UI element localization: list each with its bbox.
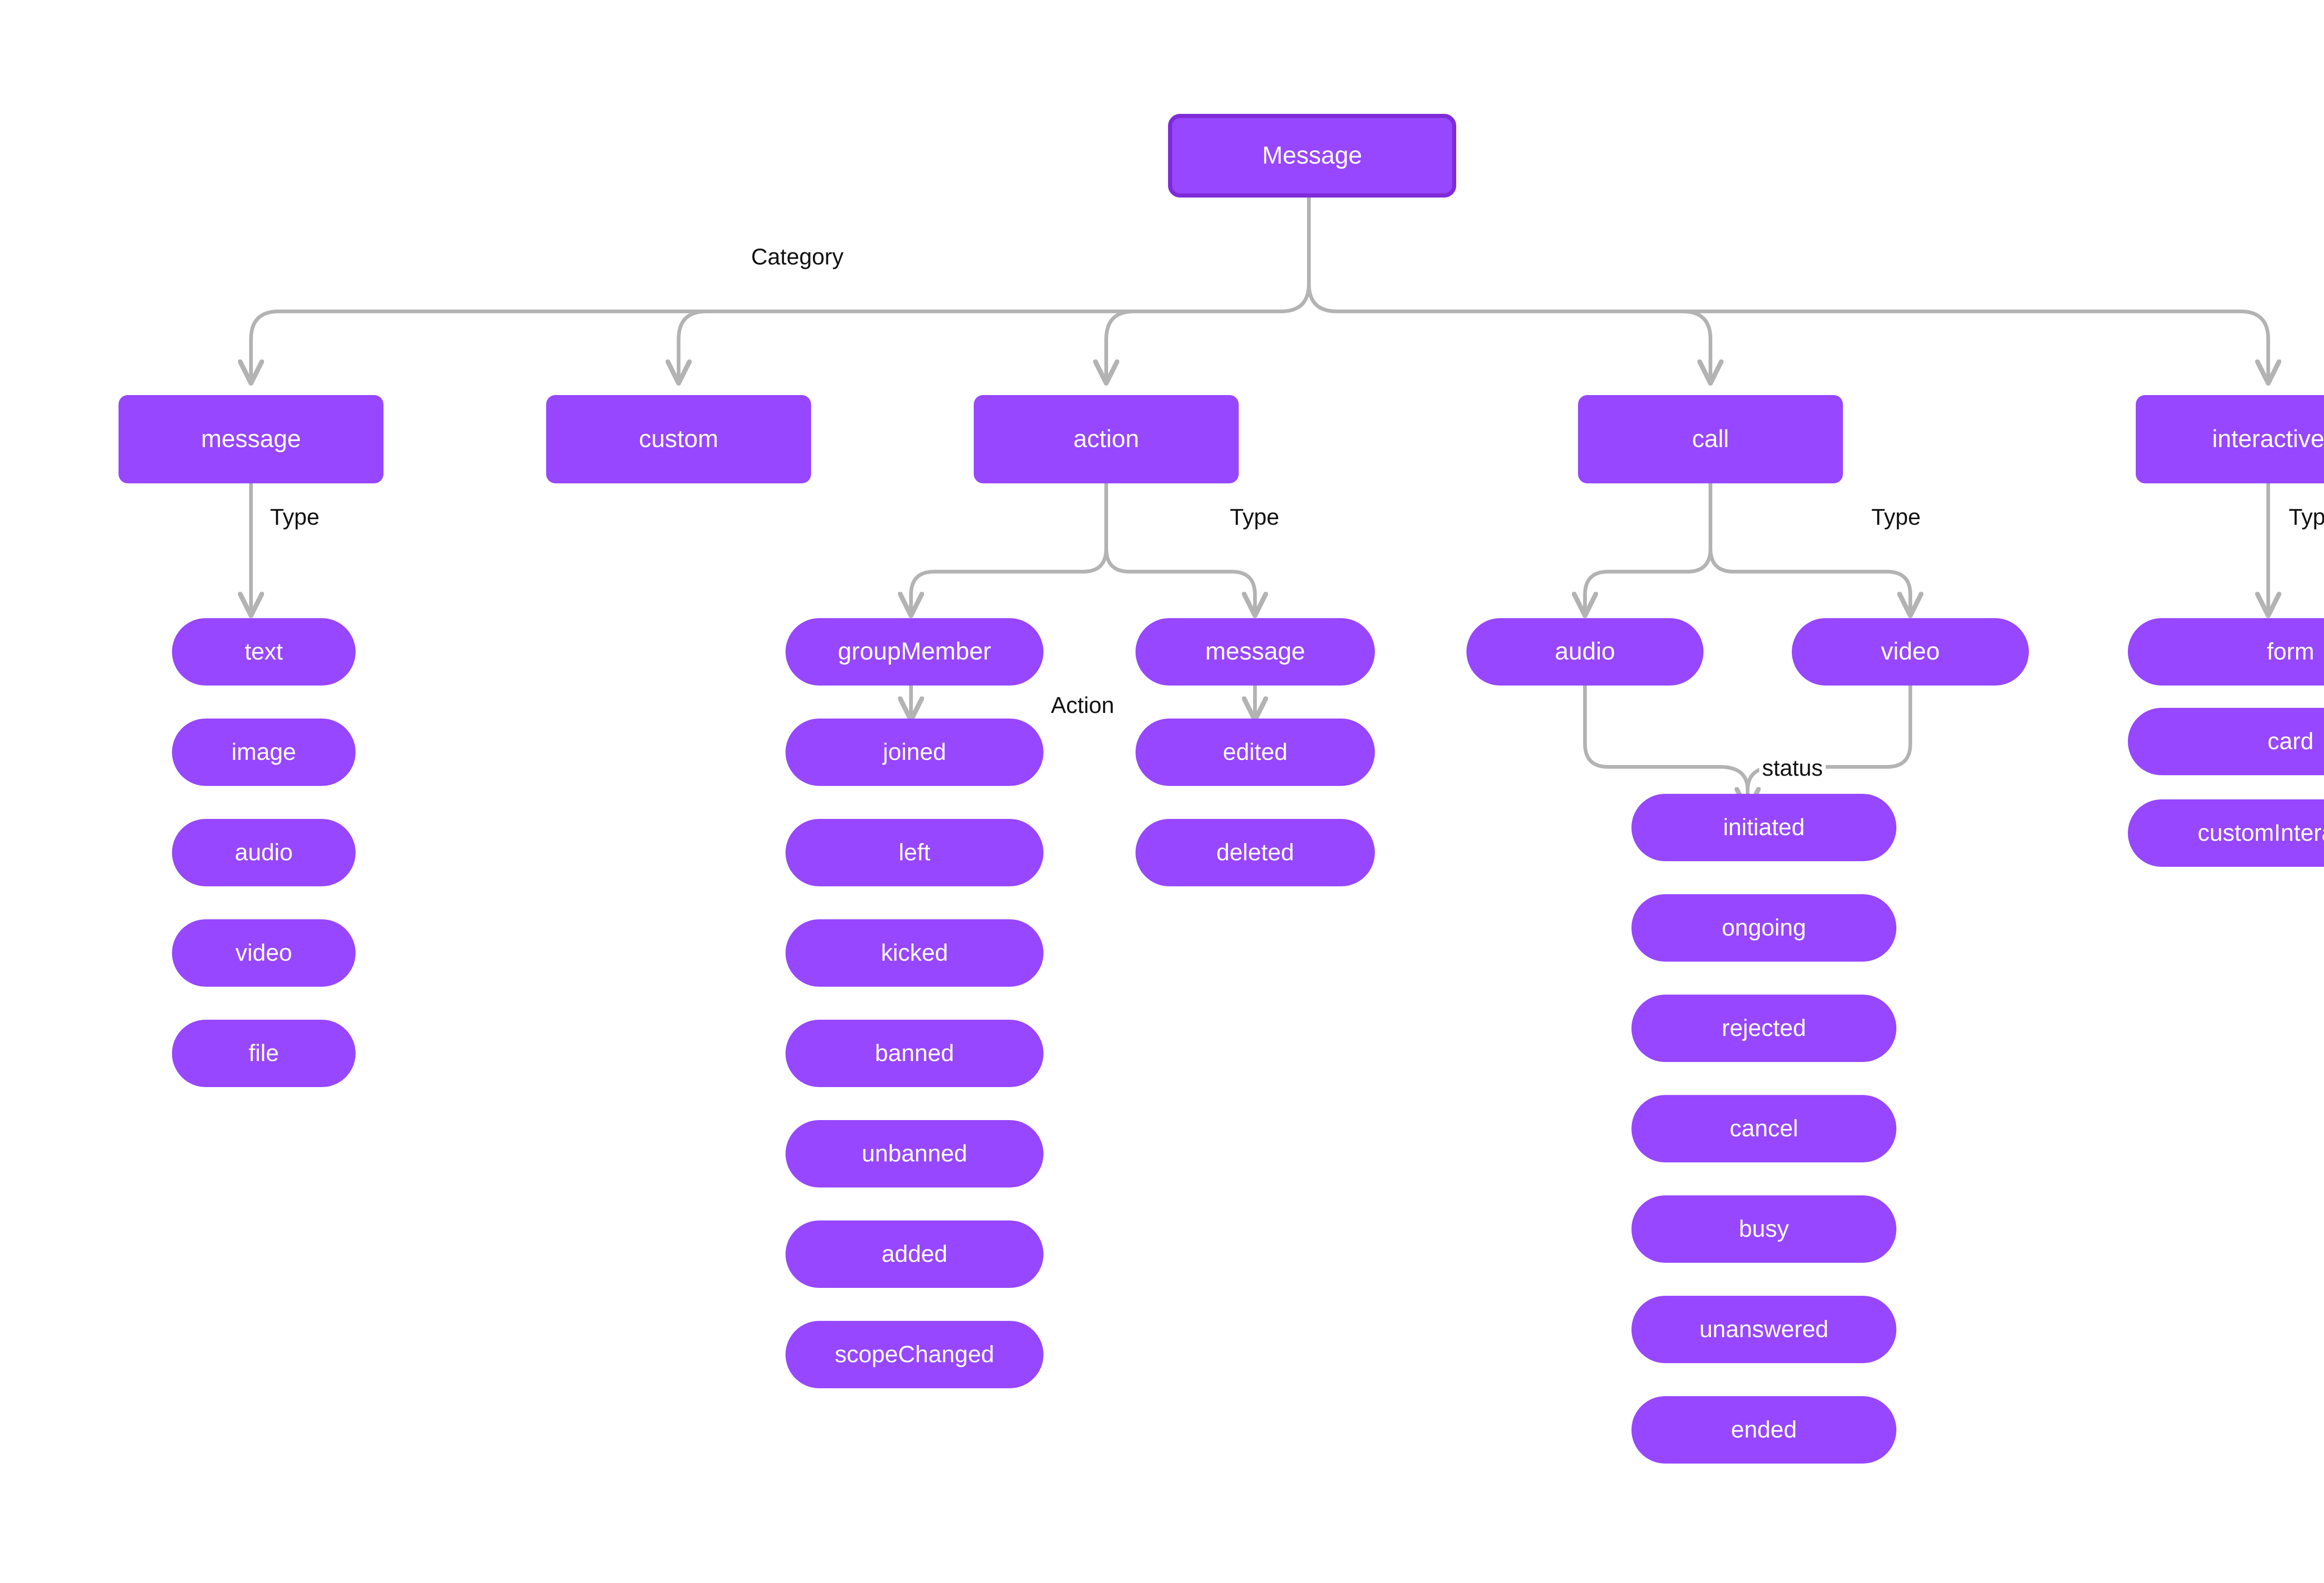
node-groupmember-action-banned[interactable]: banned <box>786 1020 1043 1087</box>
wire-category-custom <box>679 310 1283 381</box>
wire-category-call <box>1335 310 1710 381</box>
node-call-type-audio[interactable]: audio <box>1466 618 1703 686</box>
node-message-action-edited[interactable]: edited <box>1136 719 1375 786</box>
node-message-type-file[interactable]: file <box>172 1020 356 1087</box>
node-category-interactive[interactable]: interactive <box>2136 395 2324 483</box>
edge-label-type-message: Type <box>267 504 323 530</box>
node-interactive-type-card[interactable]: card <box>2128 708 2324 775</box>
node-call-status-unanswered[interactable]: unanswered <box>1631 1296 1896 1363</box>
edge-label-status: status <box>1759 755 1826 781</box>
wire-action-split-right <box>1104 547 1131 574</box>
wire-root-left <box>1279 282 1311 313</box>
wire-root-right <box>1307 196 1339 313</box>
node-category-message[interactable]: message <box>119 395 383 483</box>
wire-call-audio <box>1585 570 1689 613</box>
node-message-type-image[interactable]: image <box>172 719 356 786</box>
node-action-type-groupmember[interactable]: groupMember <box>786 618 1043 686</box>
wire-category-message <box>251 310 1283 381</box>
node-call-status-busy[interactable]: busy <box>1631 1195 1896 1263</box>
node-call-status-initiated[interactable]: initiated <box>1631 794 1896 861</box>
node-message-type-audio[interactable]: audio <box>172 819 356 886</box>
edge-label-type-call: Type <box>1868 504 1924 530</box>
wire-action-split-left <box>1081 481 1108 574</box>
edge-label-action: Action <box>1048 693 1117 719</box>
node-root[interactable]: Message <box>1168 114 1456 198</box>
node-message-type-video[interactable]: video <box>172 919 356 987</box>
node-groupmember-action-joined[interactable]: joined <box>786 719 1043 786</box>
wire-category-interactive <box>1335 310 2268 381</box>
wire-call-split-left <box>1685 481 1712 574</box>
wire-call-split-right <box>1709 547 1736 574</box>
node-call-status-ongoing[interactable]: ongoing <box>1631 894 1896 962</box>
node-category-custom[interactable]: custom <box>546 395 811 483</box>
wire-video-status <box>1774 681 1912 769</box>
edge-label-type-action: Type <box>1227 504 1282 530</box>
node-groupmember-action-unbanned[interactable]: unbanned <box>786 1120 1043 1187</box>
wire-audio-status <box>1583 681 1722 769</box>
node-call-status-rejected[interactable]: rejected <box>1631 995 1896 1062</box>
node-groupmember-action-kicked[interactable]: kicked <box>786 919 1043 987</box>
node-call-status-ended[interactable]: ended <box>1631 1396 1896 1464</box>
node-call-type-video[interactable]: video <box>1792 618 2029 686</box>
edge-label-category: Category <box>748 244 846 270</box>
node-category-action[interactable]: action <box>974 395 1239 483</box>
node-message-action-deleted[interactable]: deleted <box>1136 819 1375 886</box>
node-category-call[interactable]: call <box>1578 395 1843 483</box>
edge-label-type-interactive: Type <box>2286 504 2324 530</box>
wire-category-action <box>1106 310 1283 381</box>
node-interactive-type-custominteractive[interactable]: customInteractive <box>2128 799 2324 867</box>
wire-action-message <box>1128 570 1255 613</box>
wire-call-video <box>1732 570 1910 613</box>
wire-action-groupmember <box>911 570 1085 613</box>
node-groupmember-action-left[interactable]: left <box>786 819 1043 886</box>
node-groupmember-action-added[interactable]: added <box>786 1220 1043 1288</box>
node-interactive-type-form[interactable]: form <box>2128 618 2324 686</box>
node-call-status-cancel[interactable]: cancel <box>1631 1095 1896 1162</box>
node-groupmember-action-scopechanged[interactable]: scopeChanged <box>786 1321 1043 1388</box>
node-action-type-message[interactable]: message <box>1136 618 1375 686</box>
node-message-type-text[interactable]: text <box>172 618 356 686</box>
